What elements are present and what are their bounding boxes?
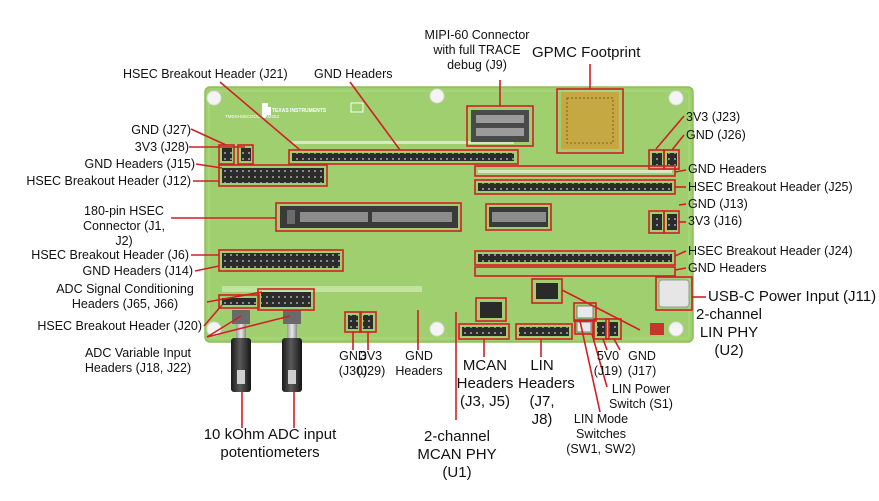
header-j12: [222, 168, 324, 183]
switches-sw1-sw2: [576, 305, 594, 319]
label-j28: 3V3 (J28): [134, 140, 189, 154]
label-mcan-phy: 2-channel MCAN PHY (U1): [417, 428, 497, 481]
label-gnd-headers-bottom: GND Headers: [395, 349, 443, 378]
label-gpmc-footprint: GPMC Footprint: [532, 44, 641, 61]
label-j25: HSEC Breakout Header (J25): [688, 180, 853, 194]
label-lin-power-switch: LIN Power Switch (S1): [609, 382, 673, 411]
label-j23: 3V3 (J23): [686, 110, 741, 124]
switch-s1: [576, 321, 592, 333]
header-j24: [478, 254, 672, 262]
header-j28: [241, 148, 251, 161]
label-gnd-headers-right-1: GND Headers: [688, 162, 767, 176]
label-j26: GND (J26): [686, 128, 746, 142]
silkscreen-part: TMDSHSECDOCK-AM263: [225, 114, 280, 119]
hsec-180-connector: [280, 206, 458, 228]
header-j25: [478, 183, 672, 191]
label-mcan-headers: MCAN Headers (J3, J5): [456, 357, 514, 410]
label-j30: GND (J30): [338, 349, 368, 378]
label-j6: HSEC Breakout Header (J6): [31, 248, 189, 262]
label-gnd-headers-top: GND Headers: [314, 67, 393, 81]
label-gnd-headers-right-2: GND Headers: [688, 261, 767, 275]
power-button: [650, 323, 664, 335]
header-j29: [363, 315, 373, 329]
mipi-60-connector: [471, 110, 529, 142]
label-adc-variable: ADC Variable Input Headers (J18, J22): [84, 346, 192, 375]
label-j29: 3V3 (J29): [356, 349, 386, 378]
label-j13: GND (J13): [688, 197, 748, 211]
label-j19: 5V0 (J19): [593, 349, 623, 378]
label-hsec-180-connector: 180-pin HSEC Connector (J1, J2): [83, 204, 165, 248]
label-j20: HSEC Breakout Header (J20): [37, 319, 202, 333]
mounting-holes: [206, 88, 684, 337]
chip-u2: [536, 283, 558, 299]
label-j21: HSEC Breakout Header (J21): [123, 67, 288, 81]
header-j20: [222, 298, 256, 305]
header-j17: [609, 322, 618, 336]
header-j65-j66: [261, 292, 311, 307]
label-mipi-connector: MIPI-60 Connector with full TRACE debug …: [424, 28, 530, 72]
label-adc-conditioning: ADC Signal Conditioning Headers (J65, J6…: [56, 282, 194, 311]
label-j14: GND Headers (J14): [82, 264, 193, 278]
potentiometer-left: [231, 310, 251, 392]
label-usb-c-power: USB-C Power Input (J11): [708, 288, 877, 305]
label-j16: 3V3 (J16): [688, 214, 743, 228]
label-j24: HSEC Breakout Header (J24): [688, 244, 853, 258]
header-j27: [222, 148, 232, 161]
header-j26: [667, 153, 677, 166]
label-lin-phy: 2-channel LIN PHY (U2): [696, 306, 762, 359]
header-j13: [652, 214, 662, 230]
header-j7-j8: [519, 327, 569, 336]
header-j16: [667, 214, 677, 230]
label-j15: GND Headers (J15): [84, 157, 195, 171]
potentiometer-right: [282, 310, 302, 392]
label-j17: GND (J17): [627, 349, 657, 378]
gpmc-footprint: [561, 92, 619, 149]
callouts: [171, 64, 706, 428]
header-j3-j5: [462, 327, 506, 336]
label-potentiometers: 10 kOhm ADC input potentiometers: [203, 426, 337, 461]
label-lin-headers: LIN Headers (J7, J8): [518, 357, 575, 428]
header-j6: [222, 253, 340, 268]
header-j30: [348, 315, 358, 329]
label-j27: GND (J27): [131, 123, 191, 137]
silkscreen-brand: TEXAS INSTRUMENTS: [272, 108, 327, 114]
ti-logo-icon: [262, 103, 271, 118]
label-lin-mode-switches: LIN Mode Switches (SW1, SW2): [566, 412, 636, 456]
header-j23: [652, 153, 662, 166]
usb-c-port: [658, 279, 690, 308]
header-j19: [597, 322, 606, 336]
header-j21: [292, 153, 514, 161]
ce-mark-icon: [350, 102, 364, 113]
label-j12: HSEC Breakout Header (J12): [26, 174, 191, 188]
chip-u1: [480, 302, 502, 318]
silkscreen: TMDSHSECDOCK-AM263 TEXAS INSTRUMENTS: [225, 108, 327, 119]
